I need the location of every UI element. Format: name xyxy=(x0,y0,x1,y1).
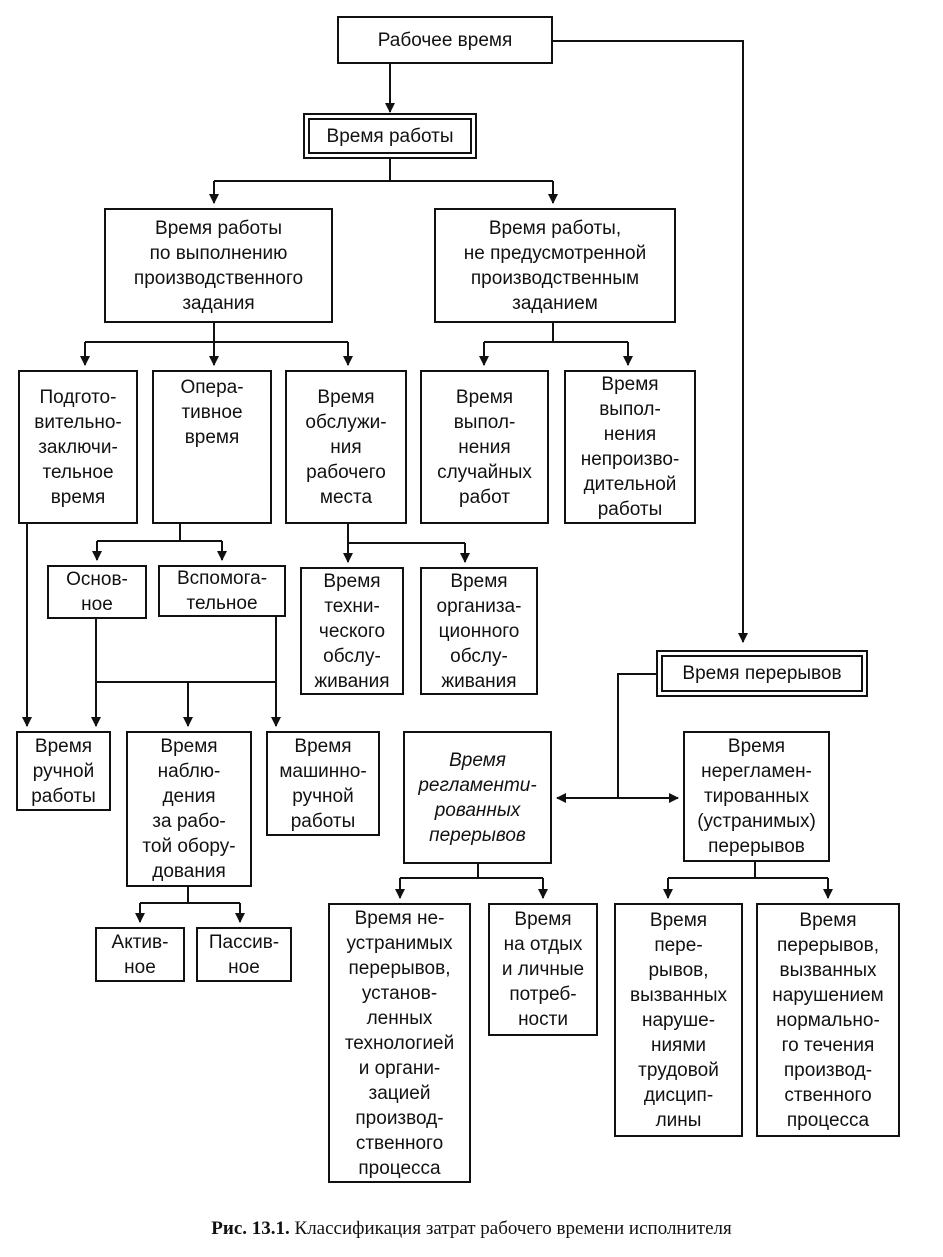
box-machine-manual: Время машинно- ручной работы xyxy=(266,731,380,836)
box-unregulated-breaks: Время нерегламен- тированных (устранимых… xyxy=(683,731,830,862)
box-working-time: Рабочее время xyxy=(337,16,553,64)
box-unavoidable-breaks: Время не- устранимых перерывов, установ-… xyxy=(328,903,471,1183)
box-passive: Пассив- ное xyxy=(196,927,292,982)
box-discipline-breaks: Время пере- рывов, вызванных наруше- ния… xyxy=(614,903,743,1137)
box-breaks: Время перерывов xyxy=(656,650,868,697)
box-technical-service: Время техни- ческого обслу- живания xyxy=(300,567,404,695)
figure-caption-label: Рис. 13.1. xyxy=(211,1218,290,1239)
box-active: Актив- ное xyxy=(95,927,185,982)
box-observation: Время наблю- дения за рабо- той обору- д… xyxy=(126,731,252,887)
box-work-time: Время работы xyxy=(303,113,477,159)
box-unproductive-work: Время выпол- нения непроизво- дительной … xyxy=(564,370,696,524)
box-org-service: Время организа- ционного обслу- живания xyxy=(420,567,538,695)
box-prep-final: Подгото- вительно- заключи- тельное врем… xyxy=(18,370,138,524)
box-process-breaks: Время перерывов, вызванных нарушением но… xyxy=(756,903,900,1137)
box-random-work: Время выпол- нения случайных работ xyxy=(420,370,549,524)
figure-caption: Рис. 13.1. Классификация затрат рабочего… xyxy=(0,1218,943,1240)
box-operative: Опера- тивное время xyxy=(152,370,272,524)
box-non-task-work: Время работы, не предусмотренной произво… xyxy=(434,208,676,323)
box-workplace-service: Время обслужи- ния рабочего места xyxy=(285,370,407,524)
box-auxiliary: Вспомога- тельное xyxy=(158,565,286,617)
box-rest: Время на отдых и личные потреб- ности xyxy=(488,903,598,1036)
figure-caption-text: Классификация затрат рабочего времени ис… xyxy=(294,1218,732,1239)
box-manual: Время ручной работы xyxy=(16,731,111,811)
box-main: Основ- ное xyxy=(47,565,147,619)
box-regulated-breaks: Время регламенти- рованных перерывов xyxy=(403,731,552,864)
box-task-work: Время работы по выполнению производствен… xyxy=(104,208,333,323)
